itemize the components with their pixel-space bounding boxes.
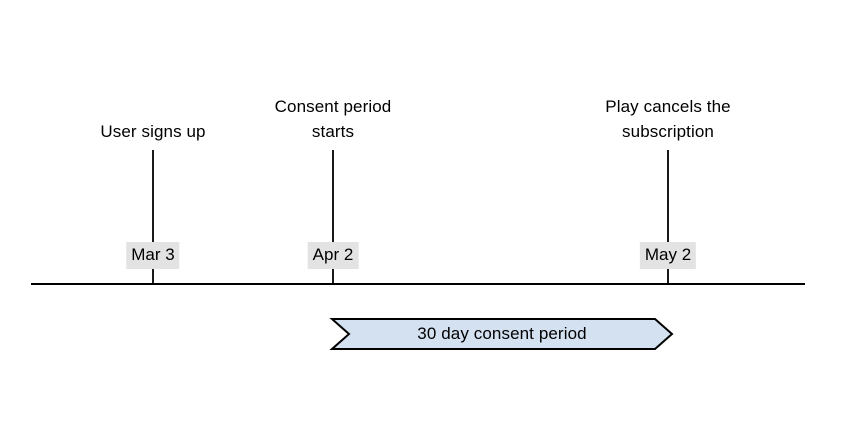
- consent-period-banner: 30 day consent period: [329, 318, 674, 350]
- event-label: User signs up: [100, 122, 206, 141]
- event-tick-line: [332, 150, 334, 283]
- banner-chevron-shape: [329, 318, 674, 350]
- event-label: Consent period starts: [274, 97, 392, 141]
- event-tick-line: [667, 150, 669, 283]
- event-date-chip: Apr 2: [307, 242, 359, 269]
- event-tick-line: [152, 150, 154, 283]
- event-label: Play cancels the subscription: [605, 97, 731, 141]
- event-date-chip: May 2: [639, 242, 697, 269]
- event-date-chip: Mar 3: [126, 242, 180, 269]
- timeline-axis: [31, 283, 805, 285]
